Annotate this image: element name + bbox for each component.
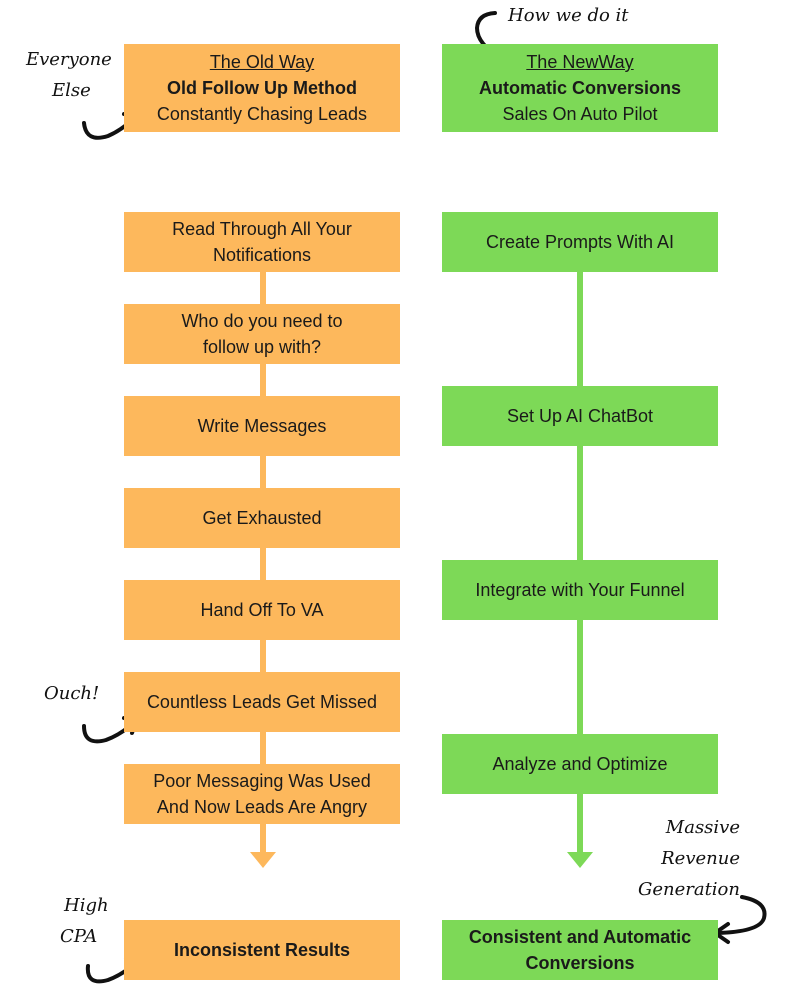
old-step-label: Poor Messaging Was Used And Now Leads Ar…	[153, 771, 371, 817]
how-we-do-it-note: How we do it	[508, 5, 629, 26]
new-step-label: Create Prompts With AI	[485, 232, 675, 252]
old-connector	[260, 548, 266, 580]
old-result-label: Inconsistent Results	[173, 940, 351, 960]
revenue-line2: Revenue	[661, 848, 740, 869]
new-step: Set Up AI ChatBot	[442, 386, 718, 446]
new-way-subtitle: Sales On Auto Pilot	[502, 104, 658, 124]
old-connector	[260, 640, 266, 672]
revenue-arrow	[714, 895, 767, 935]
everyone-else-line2: Else	[52, 80, 91, 101]
old-connector	[260, 732, 266, 764]
new-connector	[577, 620, 583, 734]
revenue-note: Massive Revenue Generation	[628, 812, 740, 905]
revenue-line1: Massive	[665, 817, 740, 838]
old-step-label: Who do you need to follow up with?	[181, 311, 343, 357]
new-result: Consistent and Automatic Conversions	[442, 920, 718, 980]
old-connector	[260, 364, 266, 396]
old-step: Who do you need to follow up with?	[124, 304, 400, 364]
old-way-heading: The Old Way	[209, 52, 315, 72]
revenue-line3: Generation	[637, 879, 740, 900]
old-result: Inconsistent Results	[124, 920, 400, 980]
old-connector	[260, 272, 266, 304]
old-result-connector	[260, 824, 266, 852]
new-way-header: The NewWay Automatic Conversions Sales O…	[442, 44, 718, 132]
old-step: Hand Off To VA	[124, 580, 400, 640]
new-step-label: Set Up AI ChatBot	[506, 406, 654, 426]
old-step-label: Write Messages	[197, 416, 327, 436]
everyone-else-line1: Everyone	[26, 49, 112, 70]
new-arrowhead	[567, 852, 593, 868]
new-result-label: Consistent and Automatic Conversions	[468, 927, 692, 973]
new-connector	[577, 272, 583, 386]
old-way-title: Old Follow Up Method	[167, 78, 357, 98]
new-step-label: Integrate with Your Funnel	[475, 580, 685, 600]
new-step: Create Prompts With AI	[442, 212, 718, 272]
old-step: Poor Messaging Was Used And Now Leads Ar…	[124, 764, 400, 824]
ouch-note: Ouch!	[44, 683, 100, 704]
new-way-heading: The NewWay	[526, 52, 634, 72]
old-step-label: Hand Off To VA	[200, 600, 324, 620]
old-step-label: Read Through All Your Notifications	[172, 219, 352, 265]
old-way-subtitle: Constantly Chasing Leads	[156, 104, 368, 124]
old-step: Get Exhausted	[124, 488, 400, 548]
high-cpa-line1: High	[64, 895, 109, 916]
high-cpa-note: High CPA	[60, 890, 109, 952]
everyone-else-note: Everyone Else	[26, 44, 112, 106]
old-way-header: The Old Way Old Follow Up Method Constan…	[124, 44, 400, 132]
old-connector	[260, 456, 266, 488]
new-step-label: Analyze and Optimize	[492, 754, 668, 774]
new-step: Integrate with Your Funnel	[442, 560, 718, 620]
old-step: Write Messages	[124, 396, 400, 456]
old-arrowhead	[250, 852, 276, 868]
old-step: Read Through All Your Notifications	[124, 212, 400, 272]
old-step: Countless Leads Get Missed	[124, 672, 400, 732]
new-result-connector	[577, 794, 583, 852]
new-way-title: Automatic Conversions	[478, 78, 682, 98]
new-step: Analyze and Optimize	[442, 734, 718, 794]
old-step-label: Countless Leads Get Missed	[146, 692, 378, 712]
new-connector	[577, 446, 583, 560]
high-cpa-line2: CPA	[60, 926, 98, 947]
old-step-label: Get Exhausted	[202, 508, 322, 528]
